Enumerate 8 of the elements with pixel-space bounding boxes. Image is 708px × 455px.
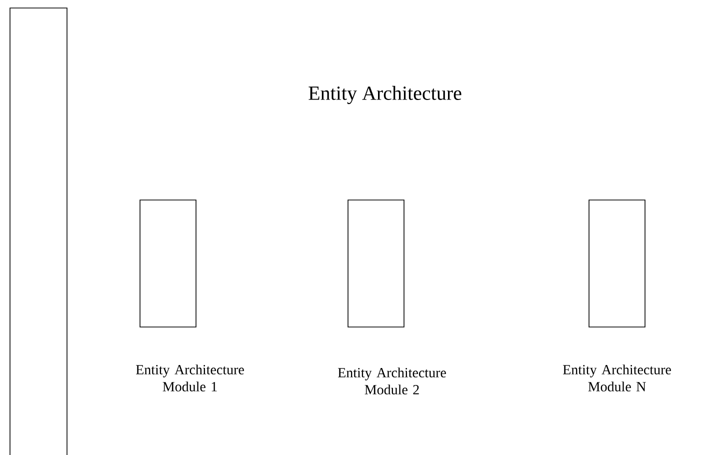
- side-bar: [10, 8, 68, 455]
- module-box: [588, 200, 646, 328]
- module-label: Entity Architecture Module 1: [136, 364, 244, 392]
- module-box: [140, 200, 196, 328]
- module-box: [348, 200, 404, 328]
- title: Entity Architecture: [308, 86, 462, 104]
- module-label: Entity Architecture Module 2: [338, 368, 446, 394]
- module-label: Entity Architecture Module N: [563, 364, 671, 392]
